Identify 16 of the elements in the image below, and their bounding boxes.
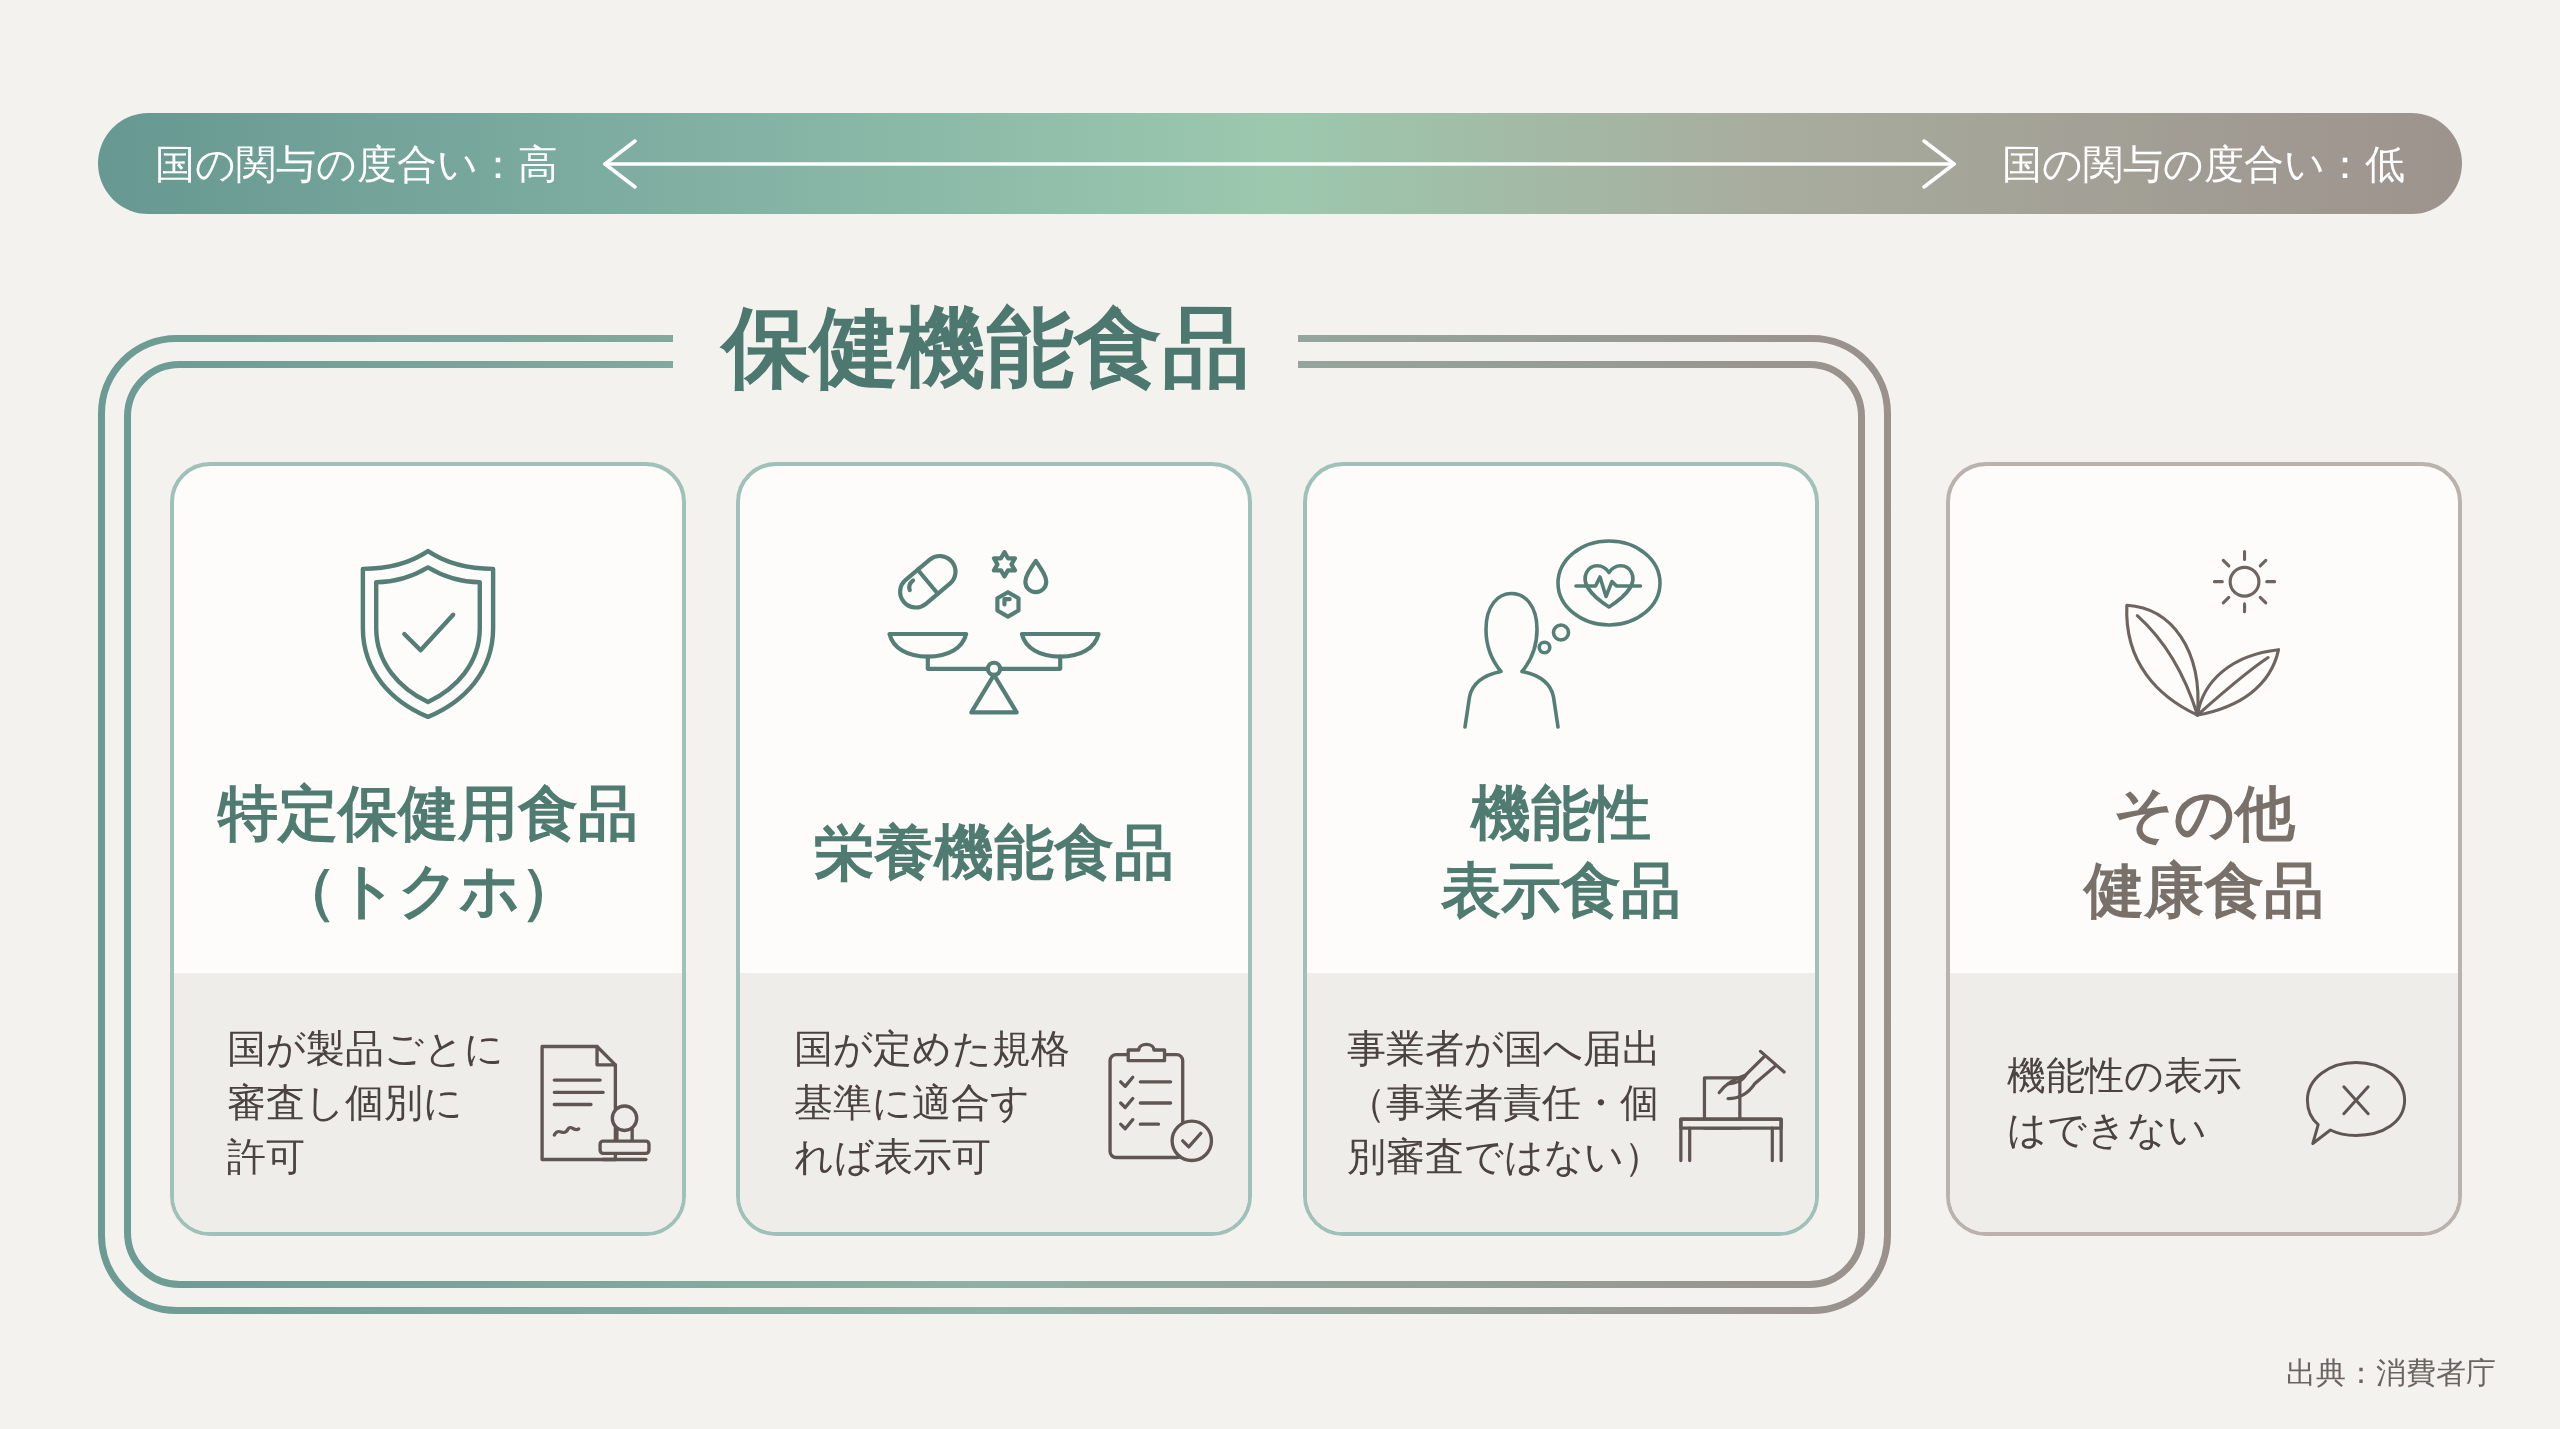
card-title: 栄養機能食品 bbox=[814, 815, 1174, 889]
card-title: その他健康食品 bbox=[2084, 777, 2324, 927]
scale-label: 国の関与の度合い：低 bbox=[2002, 139, 2405, 188]
category-card bbox=[170, 462, 686, 1236]
card-description: 国が製品ごとに審査し個別に許可 bbox=[227, 1024, 504, 1181]
source-note: 出典：消費者庁 bbox=[2286, 1355, 2496, 1391]
card-title: 機能性表示食品 bbox=[1441, 777, 1681, 927]
category-card bbox=[1946, 462, 2462, 1236]
card-description: 国が定めた規格基準に適合すれば表示可 bbox=[794, 1024, 1070, 1181]
category-card bbox=[1303, 462, 1819, 1236]
category-card bbox=[736, 462, 1252, 1236]
card-description: 機能性の表示はできない bbox=[2007, 1051, 2242, 1154]
card-description: 事業者が国へ届出（事業者責任・個別審査ではない） bbox=[1347, 1024, 1663, 1181]
scale-label: 国の関与の度合い：高 bbox=[155, 139, 558, 188]
frame-title: 保健機能食品 bbox=[721, 298, 1250, 398]
card-title: 特定保健用食品（トクホ） bbox=[218, 777, 638, 927]
